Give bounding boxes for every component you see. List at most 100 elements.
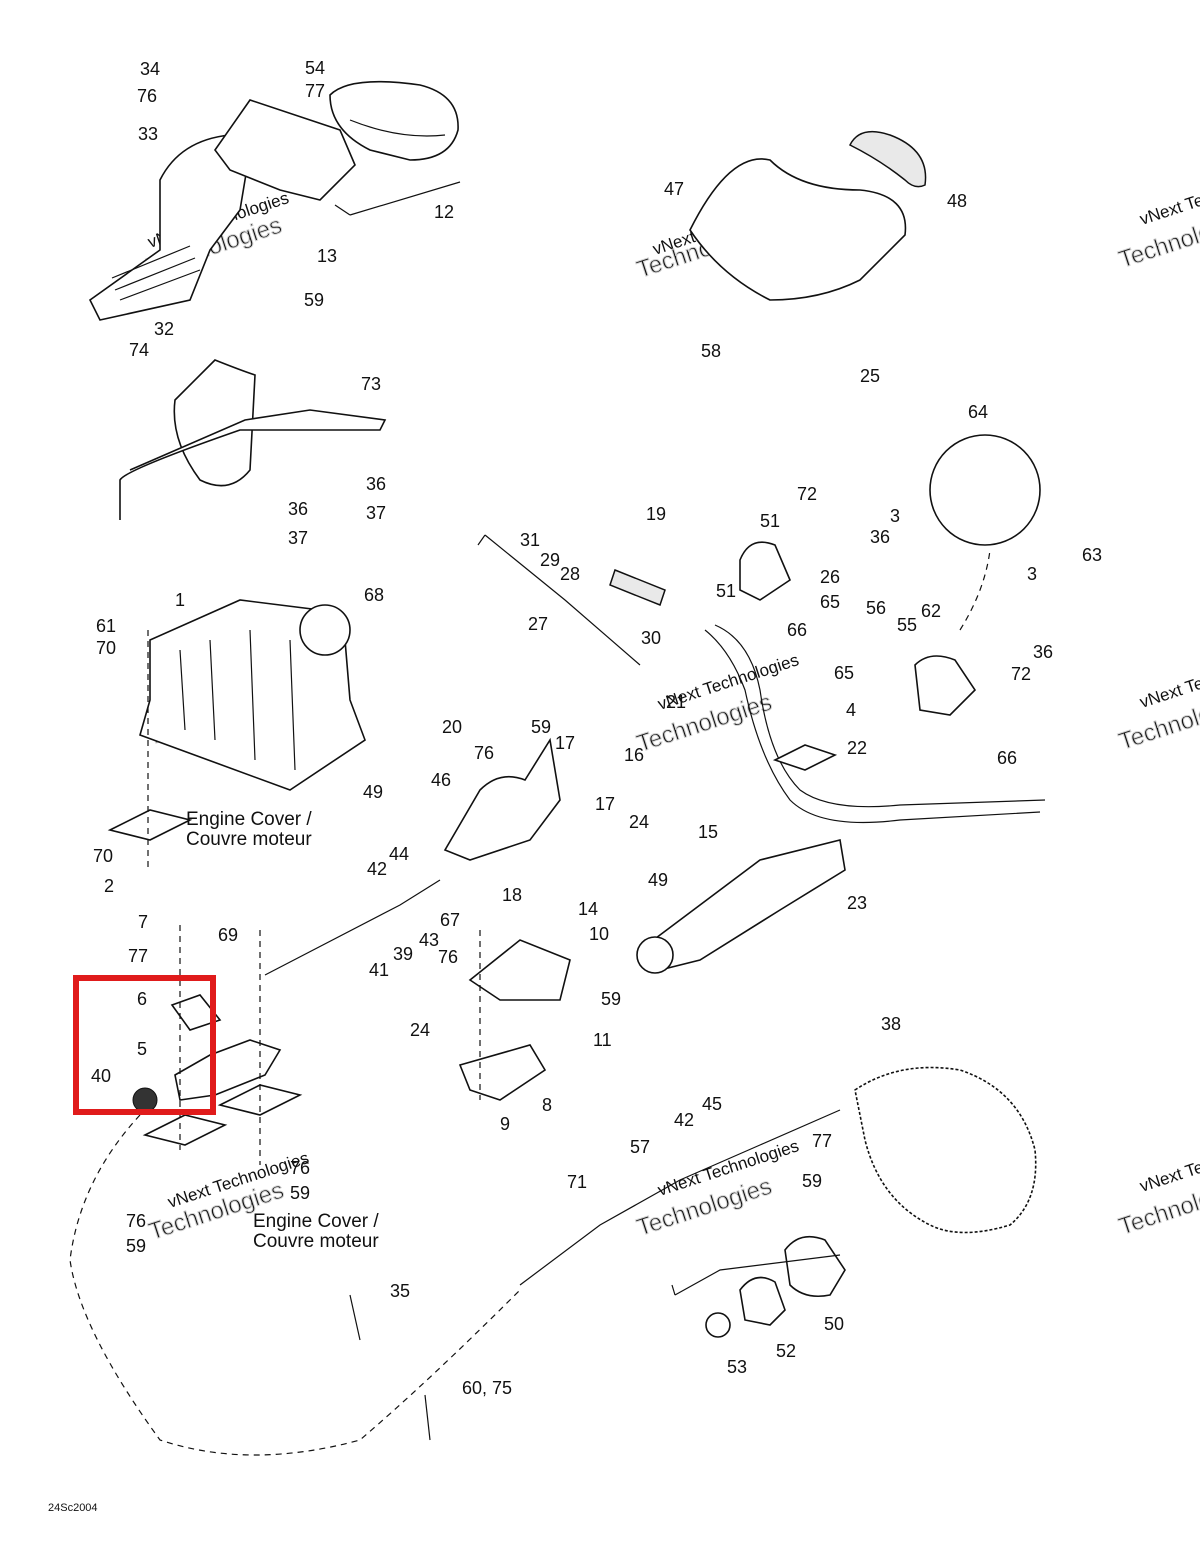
note-engine-cover-bottom-2: Couvre moteur bbox=[253, 1231, 379, 1252]
callout-label: 66 bbox=[997, 748, 1017, 768]
callout-label: 76 bbox=[290, 1158, 310, 1178]
callout-label: 29 bbox=[540, 550, 560, 570]
parts bbox=[88, 80, 1046, 1441]
callout-label: 76 bbox=[474, 743, 494, 763]
watermark-text: vNext Technologies bbox=[1137, 1132, 1200, 1196]
callout-label: 59 bbox=[290, 1183, 310, 1203]
callout-label: 45 bbox=[702, 1094, 722, 1114]
callout-label: 37 bbox=[288, 528, 308, 548]
upper-cover bbox=[214, 99, 356, 201]
bushing bbox=[132, 1087, 158, 1113]
mount bbox=[468, 939, 571, 1001]
column-end bbox=[636, 936, 674, 974]
fitting bbox=[739, 1276, 786, 1326]
callout-label: 36 bbox=[1033, 642, 1053, 662]
callout-label: 21 bbox=[666, 692, 686, 712]
callout-label: 26 bbox=[820, 567, 840, 587]
callout-label: 71 bbox=[567, 1172, 587, 1192]
callout-label: 59 bbox=[126, 1236, 146, 1256]
callout-label: 44 bbox=[389, 844, 409, 864]
callout-label: 5 bbox=[137, 1039, 147, 1059]
mount-lower bbox=[458, 1044, 547, 1101]
callout-label: 22 bbox=[847, 738, 867, 758]
callout-label: 77 bbox=[812, 1131, 832, 1151]
callout-label: 42 bbox=[674, 1110, 694, 1130]
pulley bbox=[299, 604, 351, 656]
spacer bbox=[170, 994, 222, 1031]
callout-label: 54 bbox=[305, 58, 325, 78]
bracket-line bbox=[334, 181, 461, 216]
callout-label: 57 bbox=[630, 1137, 650, 1157]
cable-tie bbox=[349, 1294, 361, 1341]
callout-label: 76 bbox=[137, 86, 157, 106]
note-engine-cover-top-1: Engine Cover / bbox=[186, 809, 312, 830]
callout-label: 70 bbox=[96, 638, 116, 658]
highlight-box bbox=[73, 975, 216, 1115]
callout-label: 11 bbox=[593, 1030, 612, 1050]
leader-lines bbox=[69, 181, 991, 1456]
callout-label: 14 bbox=[578, 899, 598, 919]
callout-label: 73 bbox=[361, 374, 381, 394]
pad bbox=[329, 80, 459, 161]
cable-route bbox=[959, 549, 991, 631]
callout-label: 27 bbox=[528, 614, 548, 634]
callout-label: 24 bbox=[629, 812, 649, 832]
callout-label: 16 bbox=[624, 745, 644, 765]
bracket-line bbox=[477, 534, 641, 666]
callout-label: 33 bbox=[138, 124, 158, 144]
callout-label: 15 bbox=[698, 822, 718, 842]
callout-label: 59 bbox=[304, 290, 324, 310]
callout-label: 10 bbox=[589, 924, 609, 944]
switch-housing bbox=[914, 655, 977, 716]
throttle-grip bbox=[609, 569, 666, 606]
callout-label: 42 bbox=[367, 859, 387, 879]
callout-label: 7 bbox=[138, 912, 148, 932]
grille bbox=[848, 130, 927, 188]
diagram-code: 24Sc2004 bbox=[48, 1502, 98, 1514]
callout-label: 55 bbox=[897, 615, 917, 635]
cable-tie bbox=[424, 1394, 431, 1441]
grip-ribs bbox=[111, 245, 201, 301]
callout-label: 20 bbox=[442, 717, 462, 737]
callout-label: 37 bbox=[366, 503, 386, 523]
callout-label: 40 bbox=[91, 1066, 111, 1086]
callout-label: 65 bbox=[820, 592, 840, 612]
fitting bbox=[784, 1235, 846, 1298]
callout-label: 62 bbox=[921, 601, 941, 621]
callout-label: 41 bbox=[369, 960, 389, 980]
callout-label: 4 bbox=[846, 700, 856, 720]
bracket-line bbox=[671, 1254, 841, 1296]
callout-label: 72 bbox=[1011, 664, 1031, 684]
detail-circle bbox=[929, 434, 1041, 546]
cushion bbox=[689, 158, 907, 301]
grip-housing bbox=[88, 134, 251, 321]
callout-label: 35 bbox=[390, 1281, 410, 1301]
callout-label: 59 bbox=[531, 717, 551, 737]
callout-label: 49 bbox=[363, 782, 383, 802]
switch-housing bbox=[739, 541, 791, 601]
callout-label: 17 bbox=[555, 733, 575, 753]
callout-label: 65 bbox=[834, 663, 854, 683]
callout-label: 3 bbox=[1027, 564, 1037, 584]
callout-label: 70 bbox=[93, 846, 113, 866]
callout-label: 43 bbox=[419, 930, 439, 950]
callout-label: 28 bbox=[560, 564, 580, 584]
callout-label: 25 bbox=[860, 366, 880, 386]
callout-label: 9 bbox=[500, 1114, 510, 1134]
clamp bbox=[772, 744, 838, 771]
callout-label: 1 bbox=[175, 590, 185, 610]
callout-label: 58 bbox=[701, 341, 721, 361]
callout-label: 74 bbox=[129, 340, 149, 360]
housing-ribs bbox=[179, 629, 296, 771]
callouts: 34 76 54 77 33 12 13 59 47 48 32 74 73 3… bbox=[91, 58, 1102, 1398]
callout-label: 51 bbox=[760, 511, 780, 531]
callout-label: 18 bbox=[502, 885, 522, 905]
callout-label: 63 bbox=[1082, 545, 1102, 565]
callout-label: 52 bbox=[776, 1341, 796, 1361]
callout-label: 38 bbox=[881, 1014, 901, 1034]
callout-label: 66 bbox=[787, 620, 807, 640]
callout-label: 36 bbox=[870, 527, 890, 547]
callout-label: 50 bbox=[824, 1314, 844, 1334]
callout-label: 77 bbox=[305, 81, 325, 101]
